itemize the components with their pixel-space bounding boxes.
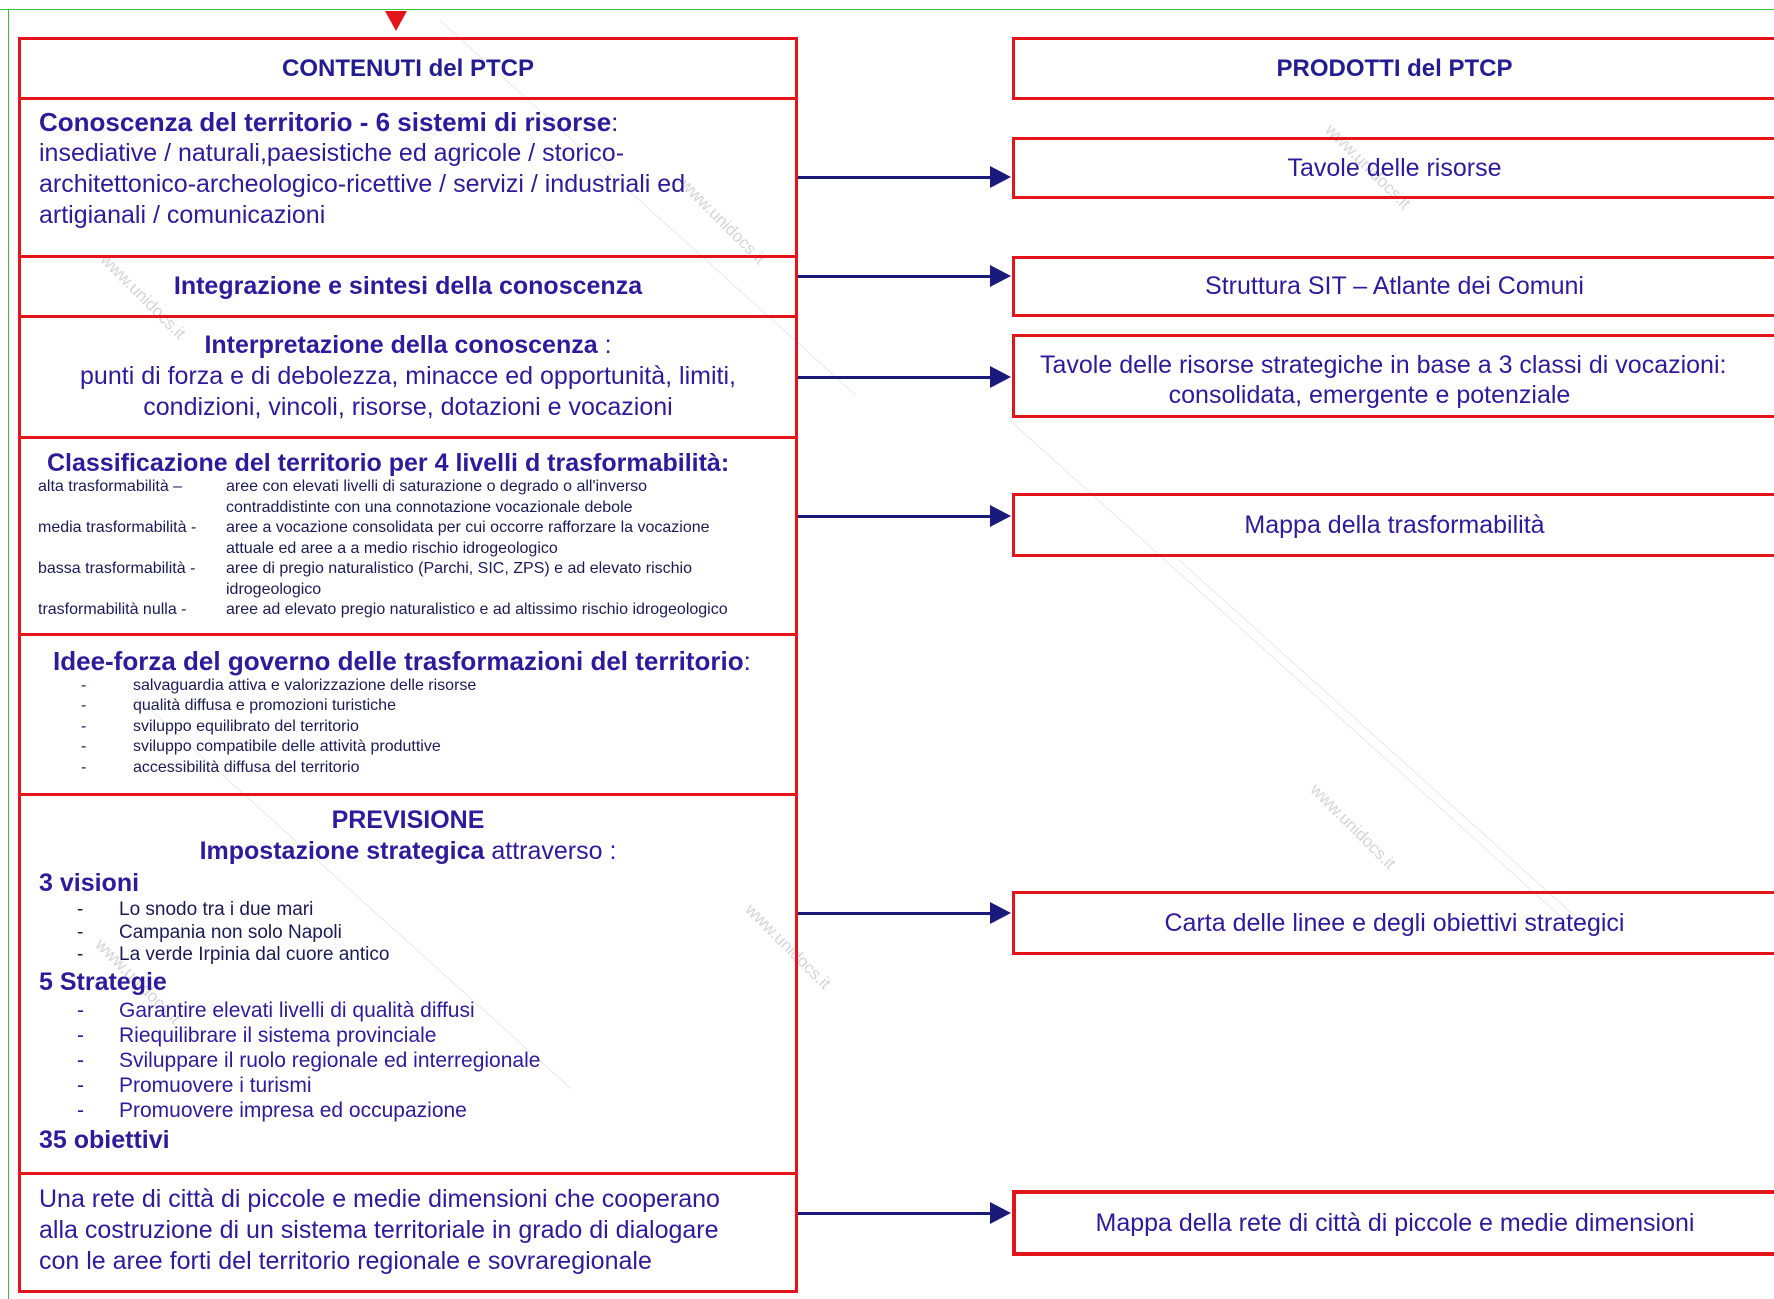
carta-linee-label: Carta delle linee e degli obiettivi stra… bbox=[1164, 908, 1625, 937]
conoscenza-title: Conoscenza del territorio - 6 sistemi di… bbox=[39, 107, 612, 137]
list-item: -Sviluppare il ruolo regionale ed interr… bbox=[77, 1048, 541, 1072]
arrow-rete-to-mappa-rete bbox=[798, 1202, 1011, 1224]
rete-line1: Una rete di città di piccole e medie dim… bbox=[39, 1185, 720, 1213]
rete-box: Una rete di città di piccole e medie dim… bbox=[18, 1172, 798, 1293]
interpretazione-title: Interpretazione della conoscenza bbox=[204, 331, 598, 359]
arrow-classificazione-to-mappa bbox=[798, 505, 1011, 527]
rete-line3: con le aree forti del territorio regiona… bbox=[39, 1247, 652, 1275]
integrazione-box: Integrazione e sintesi della conoscenza bbox=[18, 255, 798, 318]
arrow-interpretazione-to-strategiche bbox=[798, 366, 1011, 388]
mappa-trasformabilita-label: Mappa della trasformabilità bbox=[1244, 510, 1545, 539]
mappa-rete-box: Mappa della rete di città di piccole e m… bbox=[1012, 1190, 1774, 1256]
list-item: -Riequilibrare il sistema provinciale bbox=[77, 1023, 437, 1047]
classificazione-rows: alta trasformabilità –aree con elevati l… bbox=[38, 477, 795, 621]
watermark-line bbox=[1179, 560, 1597, 936]
visioni-list: -Lo snodo tra i due mari -Campania non s… bbox=[39, 899, 795, 967]
struttura-sit-box: Struttura SIT – Atlante dei Comuni bbox=[1012, 256, 1774, 317]
classificazione-row: alta trasformabilità –aree con elevati l… bbox=[38, 478, 648, 495]
classificazione-row: idrogeologico bbox=[226, 580, 322, 598]
mappa-trasformabilita-box: Mappa della trasformabilità bbox=[1012, 493, 1774, 557]
left-header-title: CONTENUTI del PTCP bbox=[281, 54, 534, 82]
down-arrow-icon bbox=[385, 11, 407, 31]
list-item: -salvaguardia attiva e valorizzazione de… bbox=[81, 677, 477, 694]
visioni-title: 3 visioni bbox=[39, 869, 140, 897]
list-item: -Campania non solo Napoli bbox=[77, 921, 342, 943]
interpretazione-box: Interpretazione della conoscenza : punti… bbox=[18, 315, 798, 439]
left-header-box: CONTENUTI del PTCP bbox=[18, 37, 798, 100]
rete-line2: alla costruzione di un sistema territori… bbox=[39, 1216, 719, 1244]
list-item: -accessibilità diffusa del territorio bbox=[81, 758, 360, 776]
left-frame-line bbox=[8, 9, 9, 1299]
conoscenza-box: Conoscenza del territorio - 6 sistemi di… bbox=[18, 97, 798, 258]
risorse-strategiche-line2: consolidata, emergente e potenziale bbox=[1168, 381, 1571, 409]
tavole-risorse-box: Tavole delle risorse bbox=[1012, 137, 1774, 199]
top-frame-line bbox=[0, 9, 1774, 10]
list-item: -Garantire elevati livelli di qualità di… bbox=[77, 998, 475, 1022]
carta-linee-box: Carta delle linee e degli obiettivi stra… bbox=[1012, 891, 1774, 955]
struttura-sit-label: Struttura SIT – Atlante dei Comuni bbox=[1205, 272, 1584, 300]
list-item: -Lo snodo tra i due mari bbox=[77, 899, 314, 920]
interpretazione-line1: punti di forza e di debolezza, minacce e… bbox=[80, 362, 736, 390]
mappa-rete-label: Mappa della rete di città di piccole e m… bbox=[1095, 1208, 1695, 1237]
strategie-list: -Garantire elevati livelli di qualità di… bbox=[39, 998, 795, 1123]
arrow-conoscenza-to-tavole bbox=[798, 166, 1011, 188]
obiettivi-title: 35 obiettivi bbox=[39, 1125, 170, 1154]
watermark: www.unidocs.it bbox=[1306, 780, 1400, 873]
conoscenza-line1: insediative / naturali,paesistiche ed ag… bbox=[39, 139, 625, 167]
conoscenza-line3: artigianali / comunicazioni bbox=[39, 201, 326, 229]
arrow-integrazione-to-sit bbox=[798, 265, 1011, 287]
classificazione-row: trasformabilità nulla -aree ad elevato p… bbox=[38, 601, 728, 618]
conoscenza-line2: architettonico-archeologico-ricettive / … bbox=[39, 170, 686, 198]
classificazione-row: bassa trasformabilità -aree di pregio na… bbox=[38, 560, 692, 577]
classificazione-title: Classificazione del territorio per 4 liv… bbox=[47, 449, 730, 477]
classificazione-row: contraddistinte con una connotazione voc… bbox=[226, 498, 633, 516]
list-item: -Promuovere i turismi bbox=[77, 1073, 312, 1097]
risorse-strategiche-box: Tavole delle risorse strategiche in base… bbox=[1012, 334, 1774, 418]
tavole-risorse-label: Tavole delle risorse bbox=[1287, 153, 1502, 182]
previsione-subtitle: Impostazione strategica bbox=[199, 837, 485, 865]
classificazione-row: attuale ed aree a a medio rischio idroge… bbox=[226, 539, 558, 557]
list-item: -Promuovere impresa ed occupazione bbox=[77, 1098, 467, 1122]
idee-list: -salvaguardia attiva e valorizzazione de… bbox=[53, 676, 795, 778]
list-item: -La verde Irpinia dal cuore antico bbox=[77, 944, 390, 965]
classificazione-row: media trasformabilità -aree a vocazione … bbox=[38, 519, 710, 536]
idee-title: Idee-forza del governo delle trasformazi… bbox=[53, 646, 744, 676]
right-header-box: PRODOTTI del PTCP bbox=[1012, 37, 1774, 100]
previsione-title: PREVISIONE bbox=[331, 806, 485, 834]
strategie-title: 5 Strategie bbox=[39, 967, 167, 996]
idee-box: Idee-forza del governo delle trasformazi… bbox=[18, 633, 798, 796]
previsione-box: PREVISIONE Impostazione strategica attra… bbox=[18, 793, 798, 1175]
list-item: -sviluppo equilibrato del territorio bbox=[81, 717, 359, 735]
arrow-previsione-to-carta bbox=[798, 902, 1011, 924]
integrazione-title: Integrazione e sintesi della conoscenza bbox=[173, 272, 643, 300]
list-item: -qualità diffusa e promozioni turistiche bbox=[81, 697, 396, 715]
right-header-title: PRODOTTI del PTCP bbox=[1276, 54, 1513, 82]
list-item: -sviluppo compatibile delle attività pro… bbox=[81, 738, 441, 756]
interpretazione-line2: condizioni, vincoli, risorse, dotazioni … bbox=[143, 393, 673, 421]
risorse-strategiche-line1: Tavole delle risorse strategiche in base… bbox=[1040, 351, 1727, 379]
classificazione-box: Classificazione del territorio per 4 liv… bbox=[18, 436, 798, 636]
